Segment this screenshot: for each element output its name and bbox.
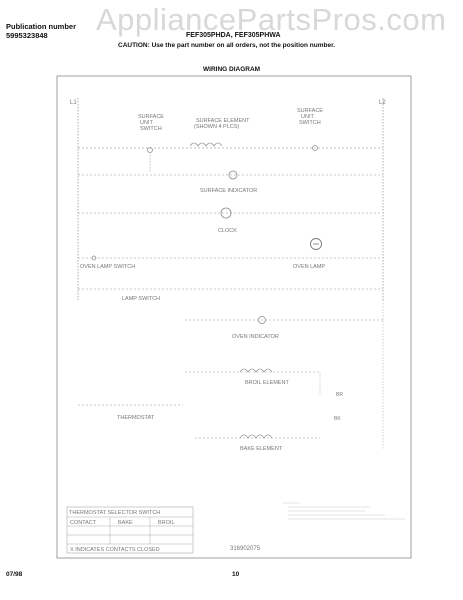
table-header-bake: BAKE <box>118 520 133 526</box>
table-header-contact: CONTACT <box>70 520 97 526</box>
oven-lamp-label: OVEN LAMP <box>293 264 325 270</box>
table-frame <box>66 506 194 554</box>
l2-label: L2 <box>379 100 386 106</box>
surface-indicator-label: SURFACE INDICATOR <box>200 188 257 194</box>
table-title: THERMOSTAT SELECTOR SWITCH <box>69 510 160 516</box>
surface-indicator-lamp-icon <box>228 170 238 180</box>
publication-number-block: Publication number 5995323848 <box>6 22 76 40</box>
surface-element-symbol <box>189 142 223 147</box>
bk-label: BK <box>334 416 341 422</box>
surface-switch-left-line1: SURFACE <box>138 114 164 120</box>
selector-switch-table: THERMOSTAT SELECTOR SWITCH CONTACT BAKE … <box>66 506 194 554</box>
lamp-switch-label: LAMP SWITCH <box>122 296 160 302</box>
clock-label: CLOCK <box>218 228 237 234</box>
table-header-broil: BROIL <box>158 520 175 526</box>
surface-switch-left-line3: SWITCH <box>140 126 162 132</box>
surface-switch-left-line2: UNIT <box>140 120 153 126</box>
oven-indicator-label: OVEN INDICATOR <box>232 334 279 340</box>
footer-date: 07/98 <box>6 571 23 578</box>
surface-element-line2: (SHOWN 4 PLCS) <box>194 124 239 130</box>
footer-page-number: 10 <box>232 571 240 578</box>
diagram-part-number: 316902075 <box>230 546 261 552</box>
thermostat-label: THERMOSTAT <box>117 415 155 421</box>
l1-label: L1 <box>70 100 77 106</box>
notes-block <box>283 502 405 520</box>
oven-lamp-switch-label: OVEN LAMP SWITCH <box>80 264 135 270</box>
br-label: BR <box>336 392 343 398</box>
bake-element-label: BAKE ELEMENT <box>240 446 283 452</box>
surface-switch-right-line1: SURFACE <box>297 108 323 114</box>
broil-element-symbol <box>239 368 273 373</box>
table-note: X INDICATES CONTACTS CLOSED <box>70 547 160 553</box>
surface-switch-right-line3: SWITCH <box>299 120 321 126</box>
publication-label: Publication number <box>6 22 77 31</box>
clock-icon <box>220 207 232 219</box>
publication-number: 5995323848 <box>6 31 48 40</box>
watermark: AppliancePartsPros.com <box>96 2 447 37</box>
model-numbers: FEF305PHDA, FEF305PHWA <box>186 32 281 39</box>
surface-switch-right-line2: UNIT <box>301 114 314 120</box>
oven-indicator-lamp-icon <box>258 316 266 324</box>
caution-note: CAUTION: Use the part number on all orde… <box>118 42 336 49</box>
diagram-title: WIRING DIAGRAM <box>203 66 261 73</box>
oven-lamp-icon <box>310 238 322 250</box>
broil-element-label: BROIL ELEMENT <box>245 380 289 386</box>
bake-element-symbol <box>239 434 273 439</box>
surface-element-line1: SURFACE ELEMENT <box>196 118 250 124</box>
surface-switch-right-contact <box>312 145 318 151</box>
diagram-frame <box>56 75 412 559</box>
oven-lamp-switch-contact <box>91 255 97 261</box>
